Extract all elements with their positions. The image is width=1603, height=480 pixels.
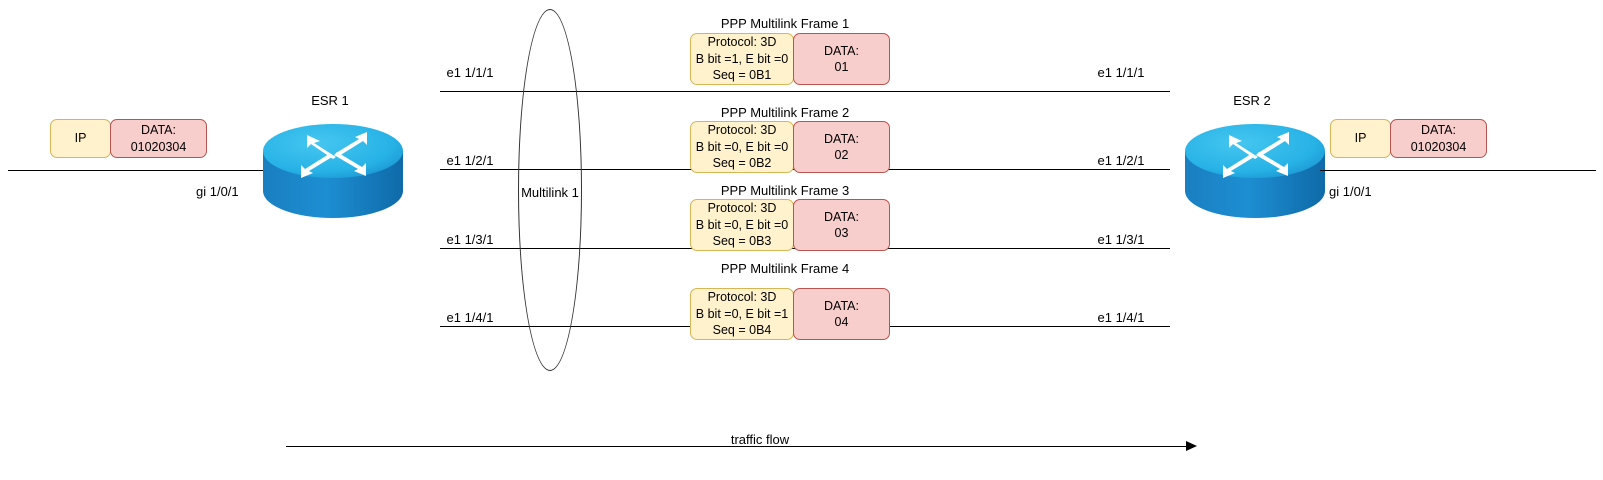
link-2-right-interface: e1 1/2/1 xyxy=(1097,153,1145,168)
link-4-frame-title: PPP Multilink Frame 4 xyxy=(720,261,850,276)
left-ip-payload-box: DATA: 01020304 xyxy=(110,119,207,158)
left-ip-payload-label: DATA: 01020304 xyxy=(130,123,187,154)
link-1-left-interface: e1 1/1/1 xyxy=(446,65,494,80)
link-2-data-box: DATA: 02 xyxy=(793,121,890,173)
right-router-interface-label: gi 1/0/1 xyxy=(1329,184,1372,199)
link-3-frame-title: PPP Multilink Frame 3 xyxy=(720,183,850,198)
router-icon-left xyxy=(263,124,403,218)
right-ip-payload-label: DATA: 01020304 xyxy=(1410,123,1467,154)
link-4-right-interface: e1 1/4/1 xyxy=(1097,310,1145,325)
link-4-left-interface: e1 1/4/1 xyxy=(446,310,494,325)
left-router-interface-label: gi 1/0/1 xyxy=(196,184,239,199)
link-2-data-text: DATA: 02 xyxy=(824,131,859,163)
link-4-protocol-text: Protocol: 3D B bit =0, E bit =1 Seq = 0B… xyxy=(695,290,789,338)
multilink-bundle-label: Multilink 1 xyxy=(521,185,579,200)
right-lan-line xyxy=(1320,170,1596,171)
link-1-protocol-text: Protocol: 3D B bit =1, E bit =0 Seq = 0B… xyxy=(695,35,789,83)
router-icon-right xyxy=(1185,124,1325,218)
link-3-right-interface: e1 1/3/1 xyxy=(1097,232,1145,247)
router-esr-1 xyxy=(262,113,404,223)
left-lan-line xyxy=(8,170,270,171)
link-2-frame-title: PPP Multilink Frame 2 xyxy=(720,105,850,120)
link-2-left-interface: e1 1/2/1 xyxy=(446,153,494,168)
link-4-protocol-box: Protocol: 3D B bit =0, E bit =1 Seq = 0B… xyxy=(690,288,794,340)
link-1-data-box: DATA: 01 xyxy=(793,33,890,85)
link-3-protocol-box: Protocol: 3D B bit =0, E bit =0 Seq = 0B… xyxy=(690,199,794,251)
link-1-protocol-box: Protocol: 3D B bit =1, E bit =0 Seq = 0B… xyxy=(690,33,794,85)
link-4-data-text: DATA: 04 xyxy=(824,298,859,330)
traffic-flow-label: traffic flow xyxy=(730,432,790,447)
link-3-data-text: DATA: 03 xyxy=(824,209,859,241)
multilink-bundle-ellipse xyxy=(518,9,582,371)
router-esr-2 xyxy=(1184,113,1326,223)
right-router-name: ESR 2 xyxy=(1233,93,1271,108)
right-ip-header-label: IP xyxy=(1354,131,1367,146)
link-1-line xyxy=(440,91,1170,92)
link-3-data-box: DATA: 03 xyxy=(793,199,890,251)
link-3-left-interface: e1 1/3/1 xyxy=(446,232,494,247)
link-2-protocol-text: Protocol: 3D B bit =0, E bit =0 Seq = 0B… xyxy=(695,123,789,171)
left-ip-header-label: IP xyxy=(74,131,87,146)
link-1-right-interface: e1 1/1/1 xyxy=(1097,65,1145,80)
left-ip-header-box: IP xyxy=(50,119,111,158)
link-3-protocol-text: Protocol: 3D B bit =0, E bit =0 Seq = 0B… xyxy=(695,201,789,249)
traffic-flow-line xyxy=(286,446,1186,447)
link-1-data-text: DATA: 01 xyxy=(824,43,859,75)
right-ip-payload-box: DATA: 01020304 xyxy=(1390,119,1487,158)
link-4-data-box: DATA: 04 xyxy=(793,288,890,340)
traffic-flow-arrowhead xyxy=(1186,441,1197,451)
link-2-protocol-box: Protocol: 3D B bit =0, E bit =0 Seq = 0B… xyxy=(690,121,794,173)
right-ip-header-box: IP xyxy=(1330,119,1391,158)
left-router-name: ESR 1 xyxy=(311,93,349,108)
link-1-frame-title: PPP Multilink Frame 1 xyxy=(720,16,850,31)
